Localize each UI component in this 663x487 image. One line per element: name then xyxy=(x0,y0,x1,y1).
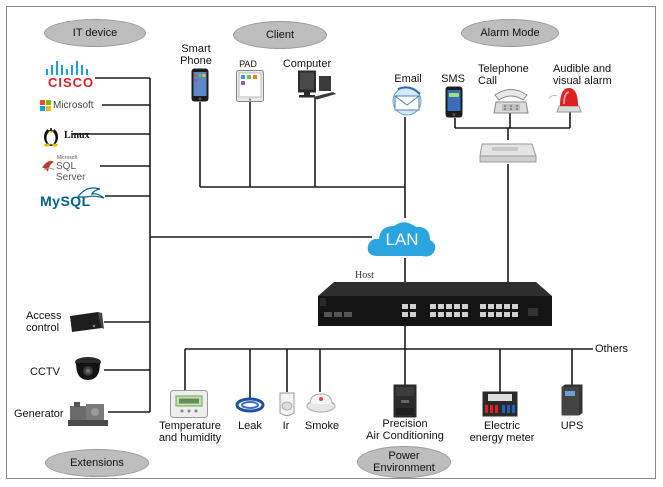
sql-server-logo: Microsoft SQL Server xyxy=(40,155,102,183)
client-group-label: Client xyxy=(233,21,327,49)
alarm-gateway-device-icon xyxy=(479,143,537,163)
access-control-label: Access control xyxy=(26,310,62,334)
lan-label: LAN xyxy=(385,230,419,249)
diagram-frame xyxy=(6,6,656,479)
computer-label: Computer xyxy=(282,58,332,70)
linux-wordmark: Linux xyxy=(64,129,90,141)
cctv-label: CCTV xyxy=(30,366,60,378)
temperature-humidity-label: Temperature and humidity xyxy=(158,420,222,444)
smoke-label: Smoke xyxy=(304,420,340,432)
windows-icon xyxy=(40,99,51,111)
mysql-wordmark: MySQL xyxy=(40,193,91,209)
mysql-logo: MySQL xyxy=(40,185,108,211)
mysql-dolphin-icon xyxy=(76,187,105,199)
sql-server-microsoft-text: Microsoft xyxy=(57,155,78,161)
tablet-icon xyxy=(236,70,264,102)
ir-label: Ir xyxy=(282,420,290,432)
others-label: Others xyxy=(595,343,629,355)
access-control-panel-icon xyxy=(70,312,104,332)
computer-icon xyxy=(298,70,336,100)
temperature-humidity-sensor-icon xyxy=(170,390,208,418)
smartphone-icon xyxy=(191,68,209,102)
microsoft-wordmark: Microsoft xyxy=(53,99,94,111)
siren-alarm-icon xyxy=(548,88,582,113)
email-icon xyxy=(392,86,422,116)
cisco-wordmark: CISCO xyxy=(48,75,95,90)
smoke-detector-icon xyxy=(306,393,336,413)
leak-detection-cable-icon xyxy=(235,397,265,413)
lan-cloud-icon xyxy=(367,222,436,257)
mysql-wordmark-text: MySQL xyxy=(40,193,91,209)
it-device-group-label: IT device xyxy=(44,19,146,47)
generator-label: Generator xyxy=(14,408,64,420)
infrared-sensor-icon xyxy=(279,392,295,416)
electric-energy-meter-label: Electric energy meter xyxy=(469,420,535,444)
smartphone-label: Smart Phone xyxy=(180,43,212,67)
extensions-group-label: Extensions xyxy=(45,449,149,477)
sms-label: SMS xyxy=(441,73,465,85)
cisco-bars-icon xyxy=(46,61,88,75)
leak-label: Leak xyxy=(238,420,262,432)
mobile-phone-sms-icon xyxy=(445,86,463,118)
cctv-dome-camera-icon xyxy=(75,357,101,380)
ups-icon xyxy=(561,384,583,416)
electric-energy-meter-icon xyxy=(482,391,518,417)
host-label: Host xyxy=(355,270,374,281)
sql-server-emblem-icon xyxy=(42,160,55,172)
cisco-logo: CISCO xyxy=(40,60,98,92)
microsoft-logo: Microsoft xyxy=(40,98,104,112)
email-label: Email xyxy=(394,73,422,85)
linux-logo: Linux xyxy=(42,121,92,149)
tux-penguin-icon xyxy=(44,127,58,147)
pad-label: PAD xyxy=(239,59,257,69)
generator-icon xyxy=(68,402,108,426)
ups-label: UPS xyxy=(560,420,584,432)
alarm-mode-group-label: Alarm Mode xyxy=(461,19,559,47)
precision-air-conditioning-label: Precision Air Conditioning xyxy=(366,418,444,442)
precision-air-conditioning-icon xyxy=(393,384,417,418)
telephone-label: Telephone Call xyxy=(478,63,529,87)
power-environment-group-label: Power Environment xyxy=(357,446,451,478)
audible-visual-alarm-label: Audible and visual alarm xyxy=(553,63,612,87)
host-controller-icon xyxy=(318,282,552,326)
sql-server-wordmark: SQL Server xyxy=(56,161,86,183)
desk-telephone-icon xyxy=(493,89,529,114)
